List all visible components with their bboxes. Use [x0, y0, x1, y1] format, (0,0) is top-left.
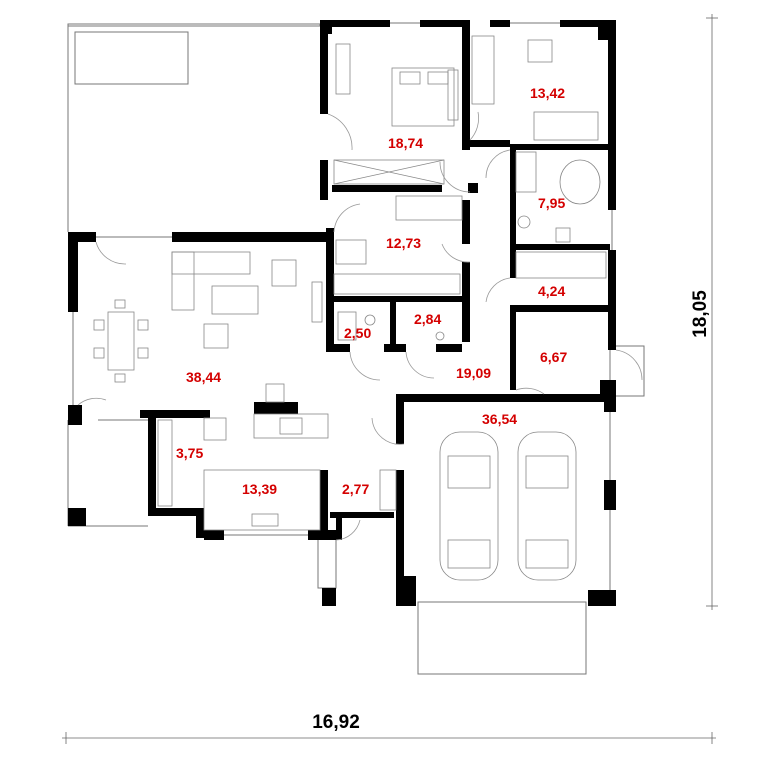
- area-label-bathroom: 7,95: [538, 195, 565, 211]
- area-label-storage: 2,84: [414, 311, 441, 327]
- area-label-wc: 2,50: [344, 325, 371, 341]
- area-label-bedroom-master: 18,74: [388, 135, 423, 151]
- dimension-height: 18,05: [690, 290, 711, 338]
- area-label-bedroom-3: 12,73: [386, 235, 421, 251]
- dimension-lines: [62, 14, 718, 744]
- area-label-hall: 19,09: [456, 365, 491, 381]
- area-label-vestibule: 2,77: [342, 481, 369, 497]
- area-label-pantry: 3,75: [176, 445, 203, 461]
- area-label-bedroom-2: 13,42: [530, 85, 565, 101]
- dimension-width: 16,92: [312, 712, 360, 733]
- area-label-garage: 36,54: [482, 411, 517, 427]
- doors: [77, 111, 643, 541]
- walls: [68, 20, 616, 606]
- windows: [72, 22, 613, 590]
- area-label-living-dining: 38,44: [186, 369, 221, 385]
- room-labels: 18,74 13,42 7,95 12,73 4,24 2,50 2,84 6,…: [176, 85, 567, 497]
- area-label-wardrobe: 4,24: [538, 283, 565, 299]
- furniture: [93, 35, 607, 581]
- area-label-kitchen: 13,39: [242, 481, 277, 497]
- area-label-boiler-room: 6,67: [540, 349, 567, 365]
